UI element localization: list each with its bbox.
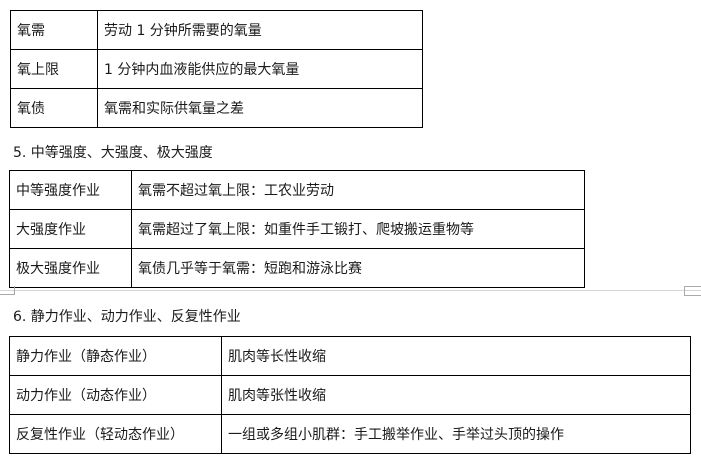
work-type-table: 静力作业（静态作业） 肌肉等长性收缩 动力作业（动态作业） 肌肉等张性收缩 反复… — [9, 336, 691, 454]
definition-cell: 1 分钟内血液能供应的最大氧量 — [97, 49, 423, 89]
section-5-heading: 5. 中等强度、大强度、极大强度 — [13, 145, 213, 161]
definition-cell: 劳动 1 分钟所需要的氧量 — [97, 10, 423, 50]
table-row: 中等强度作业 氧需不超过氧上限：工农业劳动 — [9, 170, 585, 210]
term-cell: 极大强度作业 — [9, 248, 132, 288]
term-cell: 反复性作业（轻动态作业） — [9, 414, 222, 454]
definition-cell: 氧债几乎等于氧需：短跑和游泳比赛 — [131, 248, 585, 288]
page-corner-mark-right — [684, 286, 701, 296]
work-intensity-table: 中等强度作业 氧需不超过氧上限：工农业劳动 大强度作业 氧需超过了氧上限：如重件… — [9, 170, 585, 288]
table-row: 反复性作业（轻动态作业） 一组或多组小肌群：手工搬举作业、手举过头顶的操作 — [9, 414, 691, 454]
table-row: 极大强度作业 氧债几乎等于氧需：短跑和游泳比赛 — [9, 248, 585, 288]
oxygen-terms-table: 氧需 劳动 1 分钟所需要的氧量 氧上限 1 分钟内血液能供应的最大氧量 氧债 … — [10, 10, 423, 128]
page-break-line — [0, 290, 701, 291]
definition-cell: 氧需超过了氧上限：如重件手工锻打、爬坡搬运重物等 — [131, 209, 585, 249]
definition-cell: 肌肉等长性收缩 — [221, 336, 691, 376]
table-row: 氧上限 1 分钟内血液能供应的最大氧量 — [10, 49, 423, 89]
term-cell: 氧需 — [10, 10, 98, 50]
definition-cell: 氧需和实际供氧量之差 — [97, 88, 423, 128]
term-cell: 动力作业（动态作业） — [9, 375, 222, 415]
section-6-heading: 6. 静力作业、动力作业、反复性作业 — [13, 309, 241, 325]
term-cell: 中等强度作业 — [9, 170, 132, 210]
table-row: 氧债 氧需和实际供氧量之差 — [10, 88, 423, 128]
term-cell: 静力作业（静态作业） — [9, 336, 222, 376]
table-row: 动力作业（动态作业） 肌肉等张性收缩 — [9, 375, 691, 415]
table-row: 氧需 劳动 1 分钟所需要的氧量 — [10, 10, 423, 50]
term-cell: 氧债 — [10, 88, 98, 128]
table-row: 大强度作业 氧需超过了氧上限：如重件手工锻打、爬坡搬运重物等 — [9, 209, 585, 249]
definition-cell: 氧需不超过氧上限：工农业劳动 — [131, 170, 585, 210]
definition-cell: 肌肉等张性收缩 — [221, 375, 691, 415]
page-corner-mark-left — [0, 286, 15, 295]
term-cell: 氧上限 — [10, 49, 98, 89]
term-cell: 大强度作业 — [9, 209, 132, 249]
table-row: 静力作业（静态作业） 肌肉等长性收缩 — [9, 336, 691, 376]
definition-cell: 一组或多组小肌群：手工搬举作业、手举过头顶的操作 — [221, 414, 691, 454]
